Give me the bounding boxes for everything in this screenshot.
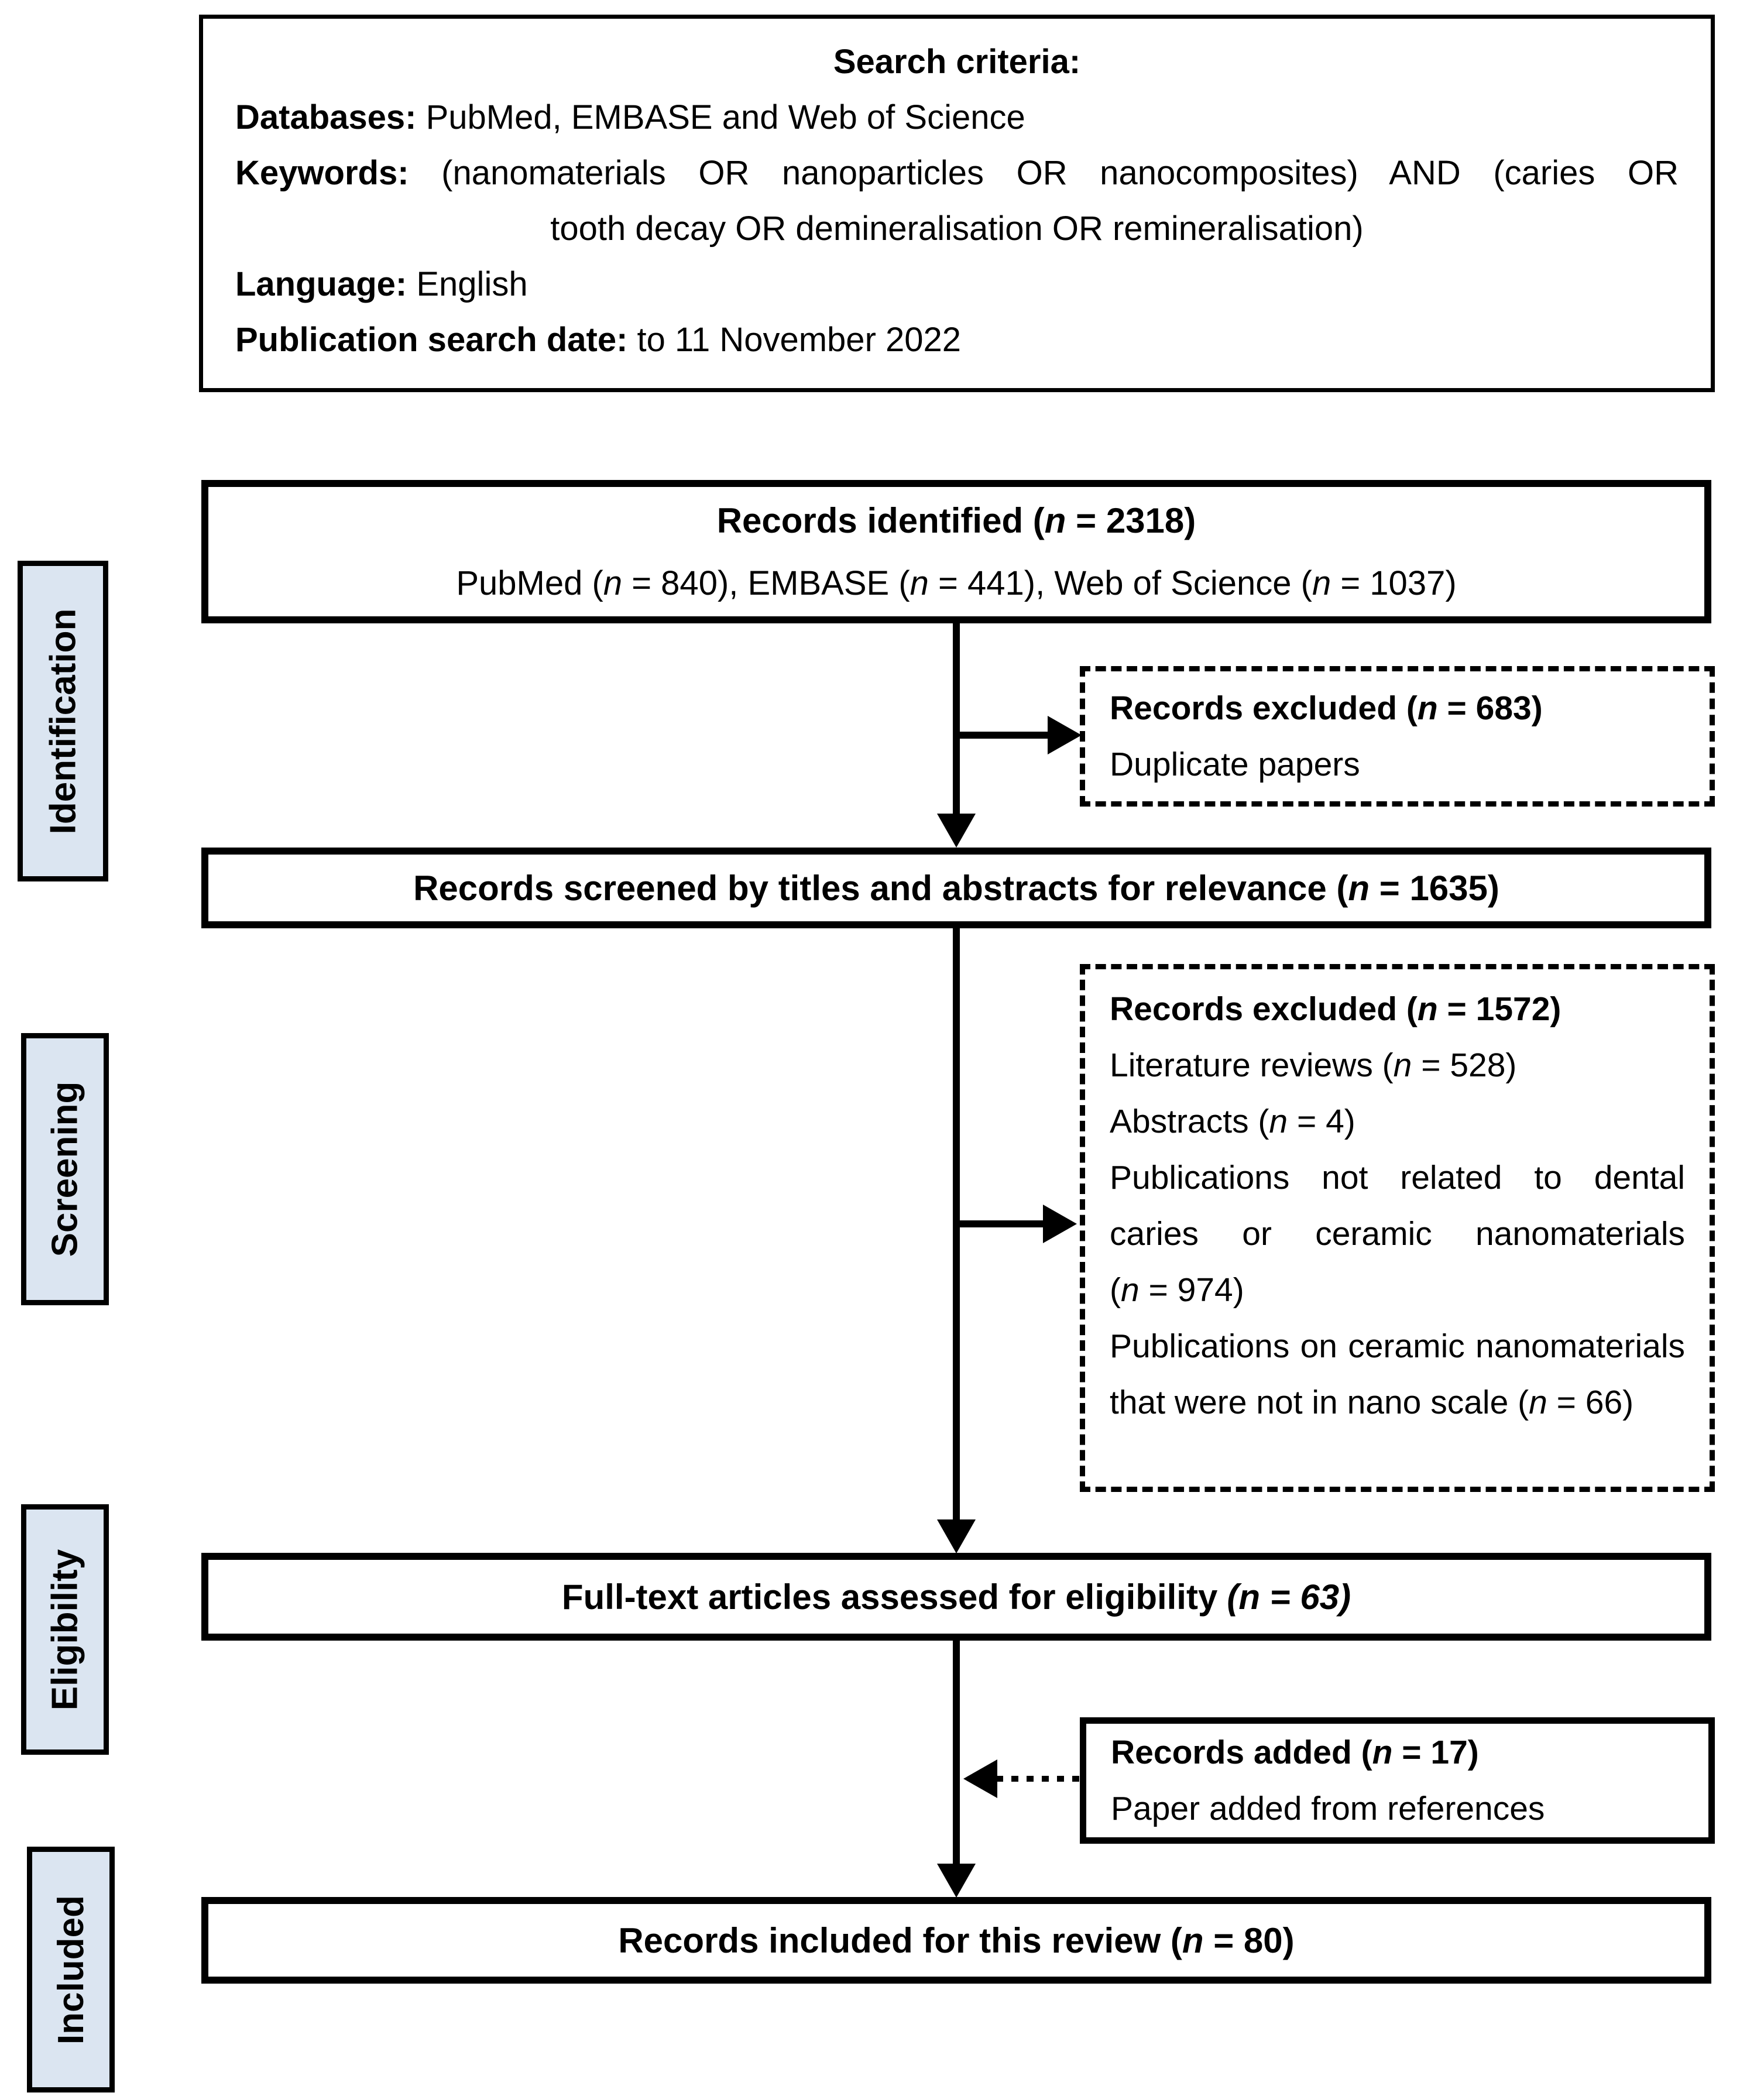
search-criteria-title: Search criteria: [833,43,1081,81]
language-value: English [416,265,528,303]
excluded-reason-literature-reviews: Literature reviews (n = 528) [1110,1047,1517,1084]
pubdate-line: Publication search date: to 11 November … [235,312,1679,368]
stage-label-identification-text: Identification [43,608,83,834]
records-excluded-duplicates-box: Records excluded (n = 683) Duplicate pap… [1080,666,1715,807]
pubdate-label: Publication search date: [235,321,628,359]
records-screened-title: Records screened by titles and abstracts… [413,868,1499,908]
keywords-label: Keywords: [235,154,409,192]
excluded-reason-not-nano-scale: Publications on ceramic nanomaterials th… [1110,1327,1685,1421]
fulltext-title-stat: (n = 63) [1227,1577,1351,1617]
stage-label-screening: Screening [21,1033,109,1305]
arrowhead-down-1 [937,814,976,848]
records-included-title: Records included for this review (n = 80… [618,1920,1295,1960]
keywords-value-1: (nanomaterials OR nanoparticles OR nanoc… [441,154,1679,192]
fulltext-assessed-box: Full-text articles assessed for eligibil… [201,1553,1711,1641]
excluded-reason-not-related: Publications not related to dental carie… [1110,1159,1685,1309]
keywords-line-2: tooth decay OR demineralisation OR remin… [550,210,1364,248]
arrowhead-right-1 [1048,716,1082,754]
fulltext-assessed-title: Full-text articles assessed for eligibil… [562,1575,1351,1619]
language-label: Language: [235,265,407,303]
records-identified-title: Records identified (n = 2318) [716,500,1196,540]
records-excluded-1-title: Records excluded (n = 683) [1110,689,1543,727]
stage-label-eligibility: Eligibility [21,1504,109,1755]
arrowhead-down-3 [937,1864,976,1898]
pubdate-value: to 11 November 2022 [637,321,962,359]
fulltext-title-main: Full-text articles assessed for eligibil… [561,1577,1218,1617]
records-identified-subtitle: PubMed (n = 840), EMBASE (n = 441), Web … [456,564,1457,602]
records-added-box: Records added (n = 17) Paper added from … [1080,1717,1715,1844]
arrow-branch-to-excluded-1 [956,732,1053,739]
stage-label-eligibility-text: Eligibility [44,1549,85,1710]
keywords-line-1: Keywords: (nanomaterials OR nanoparticle… [235,145,1679,201]
records-included-box: Records included for this review (n = 80… [201,1897,1711,1984]
arrowhead-right-2 [1043,1205,1077,1243]
stage-label-screening-text: Screening [44,1081,85,1257]
arrowhead-down-2 [937,1519,976,1553]
dotted-arrow-from-added [996,1776,1080,1782]
records-screened-box: Records screened by titles and abstracts… [201,848,1711,928]
stage-label-included: Included [27,1847,115,2092]
language-line: Language: English [235,256,1679,312]
databases-label: Databases: [235,98,417,136]
arrow-branch-to-excluded-2 [956,1220,1047,1227]
records-added-title: Records added (n = 17) [1111,1734,1479,1771]
records-identified-box: Records identified (n = 2318) PubMed (n … [201,480,1711,623]
records-excluded-1-reason: Duplicate papers [1110,746,1360,783]
arrowhead-left-1 [963,1759,997,1798]
records-added-source: Paper added from references [1111,1790,1545,1827]
stage-label-included-text: Included [50,1895,91,2044]
databases-value: PubMed, EMBASE and Web of Science [425,98,1025,136]
records-excluded-screening-box: Records excluded (n = 1572) Literature r… [1080,964,1715,1492]
records-excluded-2-title: Records excluded (n = 1572) [1110,990,1561,1028]
arrow-fulltext-to-included [953,1641,960,1866]
arrow-identified-to-screened [953,622,960,816]
stage-label-identification: Identification [18,561,108,881]
excluded-reason-abstracts: Abstracts (n = 4) [1110,1103,1355,1140]
databases-line: Databases: PubMed, EMBASE and Web of Sci… [235,90,1679,145]
search-criteria-box: Search criteria: Databases: PubMed, EMBA… [199,15,1715,392]
